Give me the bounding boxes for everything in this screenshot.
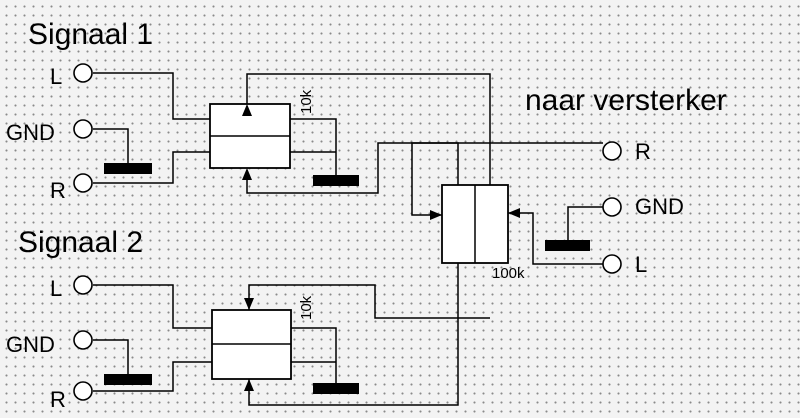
- s1-right-wire: [93, 151, 210, 184]
- pot2-gnd-wire: [291, 327, 337, 384]
- s2-right-label: R: [50, 387, 66, 412]
- pot1-ground-symbol: [313, 175, 359, 186]
- signal2-title: Signaal 2: [18, 226, 143, 259]
- s1-right-terminal[interactable]: [73, 173, 93, 193]
- pot3-wiper-right-wire: [508, 212, 603, 265]
- s1-left-label: L: [50, 64, 62, 89]
- s2-right-wire: [93, 361, 212, 392]
- pot3-value: 100k: [492, 265, 525, 282]
- out-gnd-terminal[interactable]: [602, 197, 622, 217]
- pot1-wiper-top-wire: [246, 73, 491, 263]
- pot1-wiper-bottom-wire: [246, 142, 603, 194]
- s1-ground-symbol: [104, 163, 152, 174]
- out-right-label: R: [635, 139, 651, 164]
- pot2-value: 10k: [298, 295, 315, 320]
- s1-gnd-terminal[interactable]: [73, 119, 93, 139]
- out-right-terminal[interactable]: [602, 141, 622, 161]
- s2-right-terminal[interactable]: [73, 381, 93, 401]
- output-title: naar versterker: [525, 84, 727, 117]
- pot2-ground-symbol: [313, 383, 359, 394]
- out-left-terminal[interactable]: [602, 254, 622, 274]
- s2-left-terminal[interactable]: [73, 275, 93, 295]
- s2-gnd-wire: [93, 339, 129, 374]
- s2-left-wire: [93, 284, 212, 329]
- s2-left-label: L: [50, 276, 62, 301]
- s1-gnd-label: GND: [6, 120, 55, 145]
- pot1-value: 10k: [298, 89, 315, 114]
- pot2-wiper-arrow-bottom: [244, 379, 254, 391]
- pot1-gnd-wire: [290, 118, 337, 175]
- out-left-label: L: [635, 252, 647, 277]
- s2-ground-symbol: [104, 374, 152, 385]
- pot3-wiper-arrow-right: [508, 208, 520, 218]
- s1-left-terminal[interactable]: [73, 63, 93, 83]
- s1-right-label: R: [50, 178, 66, 203]
- s2-gnd-terminal[interactable]: [73, 330, 93, 350]
- pot1-wiper-arrow-bottom: [242, 168, 252, 180]
- s1-left-wire: [93, 72, 210, 120]
- pot2-wiper-top-wire: [248, 284, 490, 319]
- output-gnd-wire: [567, 206, 603, 242]
- pot3-wiper-left-wire: [411, 142, 459, 216]
- s2-gnd-label: GND: [6, 332, 55, 357]
- pot1-wiper-arrow-top: [242, 104, 252, 116]
- pot3-wiper-arrow-left: [430, 210, 442, 220]
- pot2-wiper-bottom-wire: [248, 263, 459, 406]
- pot2-wiper-arrow-top: [244, 298, 254, 310]
- out-gnd-label: GND: [635, 194, 684, 219]
- signal1-title: Signaal 1: [28, 18, 153, 51]
- output-ground-symbol: [545, 240, 590, 251]
- s1-gnd-wire: [93, 128, 129, 165]
